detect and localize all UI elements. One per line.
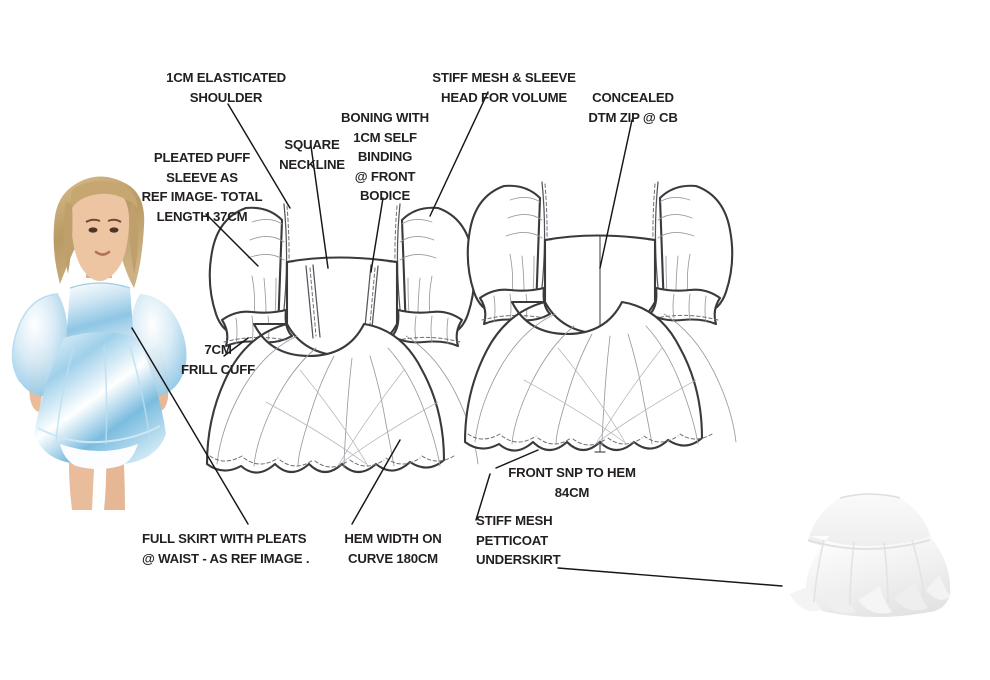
- annotation-boning-front-bodice: BONING WITH 1CM SELF BINDING @ FRONT BOD…: [341, 110, 429, 203]
- petticoat-reference-photo: [762, 470, 977, 630]
- reference-model-photo: [8, 160, 193, 510]
- leader-front-snp-to-hem: [495, 449, 539, 469]
- front-technical-flat: [205, 203, 479, 474]
- leader-full-skirt-pleats: [131, 327, 249, 525]
- leader-hem-width: [351, 439, 401, 525]
- annotation-stiff-mesh-sleeve-head: STIFF MESH & SLEEVE HEAD FOR VOLUME: [432, 70, 576, 105]
- leader-frill-cuff: [223, 337, 249, 357]
- leader-stiff-mesh-petticoat: [475, 473, 491, 521]
- annotation-pleated-puff-sleeve: PLEATED PUFF SLEEVE AS REF IMAGE- TOTAL …: [141, 150, 263, 224]
- leader-pleated-puff-sleeve: [205, 213, 259, 267]
- annotation-frill-cuff: 7CM FRILL CUFF: [181, 342, 255, 377]
- leader-boning-front-bodice: [370, 197, 384, 273]
- annotation-elasticated-shoulder: 1CM ELASTICATED SHOULDER: [166, 70, 286, 105]
- back-technical-flat: [463, 181, 737, 453]
- annotation-stiff-mesh-petticoat: STIFF MESH PETTICOAT UNDERSKIRT: [476, 513, 561, 567]
- leader-lines: [131, 91, 783, 587]
- leader-petticoat-to-photo: [557, 567, 783, 587]
- annotation-hem-width: HEM WIDTH ON CURVE 180CM: [344, 531, 442, 566]
- leader-concealed-zip: [599, 119, 633, 269]
- annotation-concealed-zip: CONCEALED DTM ZIP @ CB: [588, 90, 678, 125]
- annotation-front-snp-to-hem: FRONT SNP TO HEM 84CM: [508, 465, 636, 500]
- annotation-square-neckline: SQUARE NECKLINE: [279, 137, 345, 172]
- leader-stiff-mesh-sleeve-head: [429, 91, 489, 217]
- leader-square-neckline: [310, 145, 329, 269]
- leader-elasticated-shoulder: [227, 103, 291, 209]
- annotation-full-skirt-pleats: FULL SKIRT WITH PLEATS @ WAIST - AS REF …: [142, 531, 310, 566]
